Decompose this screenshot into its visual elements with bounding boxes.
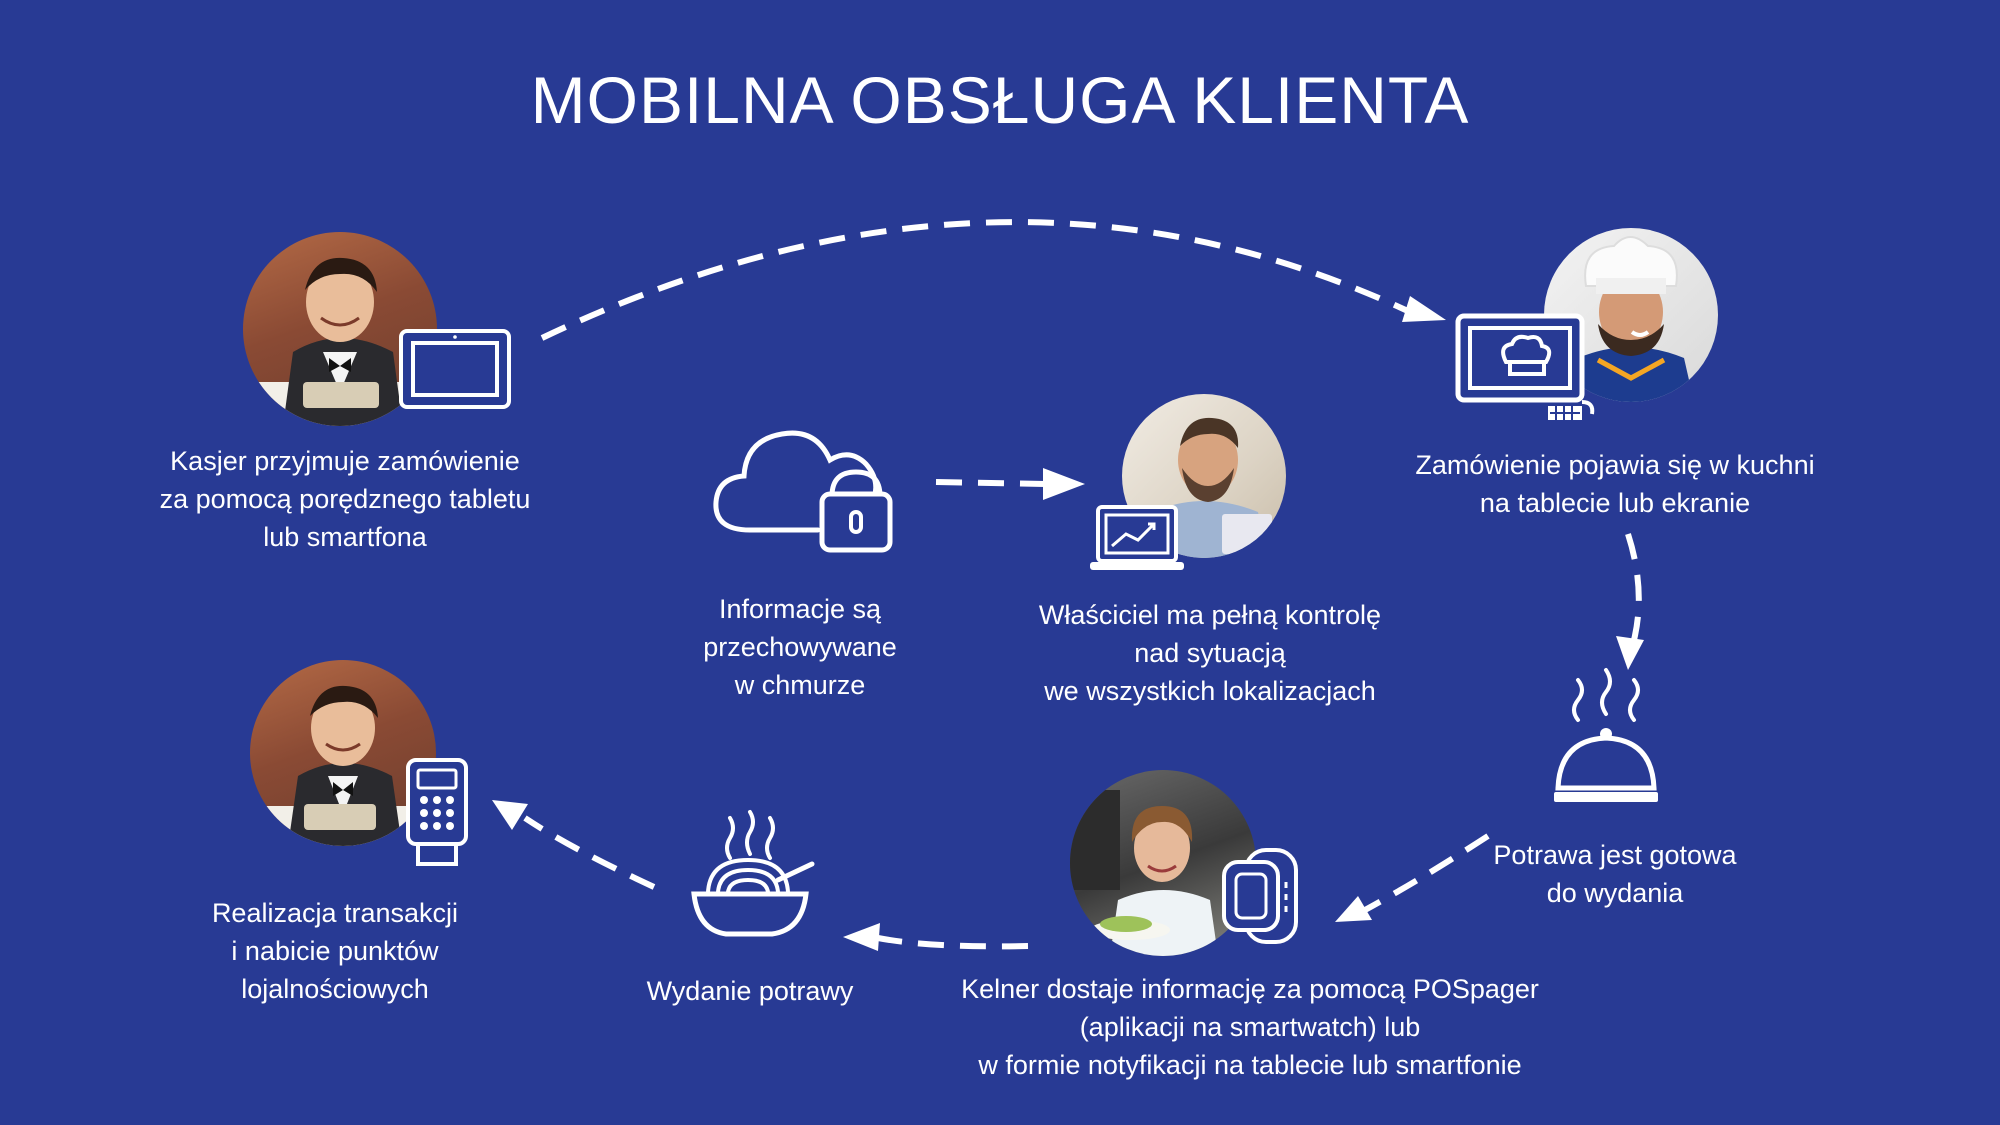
- arrow-serve-to-payment: [523, 815, 656, 890]
- payment-terminal-icon: [406, 758, 468, 866]
- arrowhead-payment: [492, 800, 528, 830]
- arrowhead-waiter: [1335, 896, 1372, 922]
- arrow-kitchen-to-ready: [1625, 533, 1642, 641]
- cloche-icon: [1554, 668, 1658, 802]
- smartwatch-icon: [1222, 848, 1298, 944]
- laptop-chart-icon: [1090, 505, 1184, 570]
- waiter-caption: Kelner dostaje informację za pomocą POSp…: [961, 974, 1539, 1080]
- arrowhead-serve: [843, 923, 880, 951]
- arrow-ready-to-waiter: [1363, 833, 1490, 913]
- monitor-chef-hat-icon: [1455, 313, 1595, 420]
- serve-caption: Wydanie potrawy: [646, 976, 854, 1006]
- cloud-caption: Informacje są przechowywane w chmurze: [703, 594, 897, 700]
- cashier-caption: Kasjer przyjmuje zamówienie za pomocą po…: [159, 446, 531, 552]
- owner-caption: Właściciel ma pełną kontrolę nad sytuacj…: [1038, 600, 1382, 706]
- arrowhead-owner: [1043, 468, 1085, 500]
- ready-caption: Potrawa jest gotowa do wydania: [1493, 840, 1737, 908]
- arrow-cloud-to-owner: [935, 479, 1046, 487]
- waitress-photo: [1070, 770, 1256, 956]
- tablet-icon: [399, 329, 511, 409]
- kitchen-caption: Zamówienie pojawia się w kuchni na table…: [1415, 450, 1815, 518]
- arrowhead-ready: [1616, 636, 1644, 670]
- noodle-bowl-icon: [691, 810, 815, 937]
- payment-cashier-photo: [250, 660, 436, 846]
- arrow-waiter-to-serve: [877, 935, 1029, 950]
- payment-caption: Realizacja transakcji i nabicie punktów …: [211, 898, 459, 1004]
- page-title: MOBILNA OBSŁUGA KLIENTA: [530, 63, 1470, 137]
- cloud-lock-icon: [713, 430, 893, 553]
- arrow-cashier-to-kitchen: [540, 219, 1412, 341]
- arrowhead-kitchen: [1402, 296, 1446, 322]
